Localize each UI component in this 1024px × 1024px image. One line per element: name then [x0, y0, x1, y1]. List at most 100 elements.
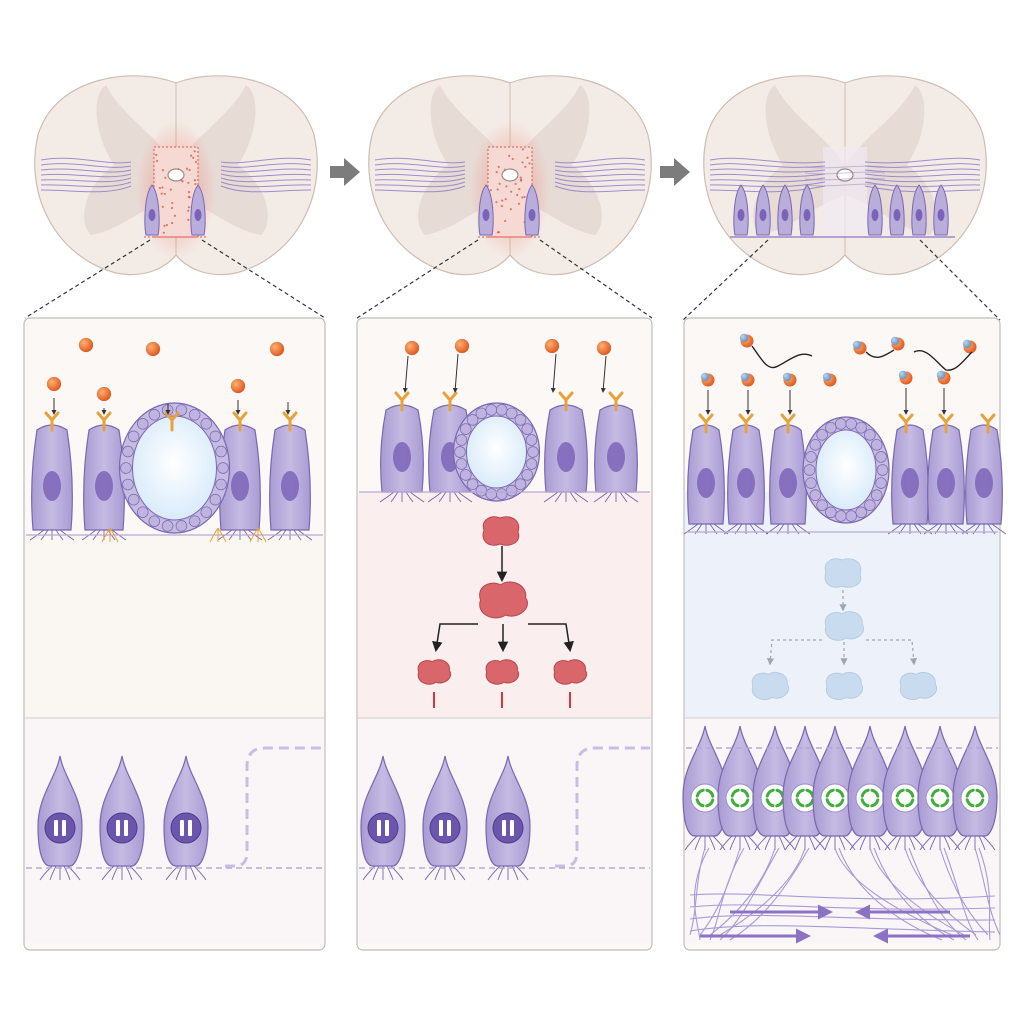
cell-nucleus [872, 209, 879, 221]
antagonist-sphere [740, 334, 748, 342]
injury-debris [516, 194, 518, 196]
kinase-blob [752, 672, 788, 699]
injury-debris [174, 215, 176, 217]
canal-lining-cell [137, 507, 148, 518]
injury-debris [164, 177, 166, 179]
cell-nucleus [938, 209, 945, 221]
central-canal [133, 416, 217, 520]
cell-cycle-icon [856, 784, 884, 812]
canal-lining-cell [865, 500, 876, 511]
ligand-sphere [97, 387, 111, 401]
pause-bar [385, 820, 389, 836]
injury-debris [155, 154, 157, 156]
right-arrow-icon [660, 158, 690, 186]
cell-nucleus [483, 209, 490, 221]
injury-debris [171, 202, 173, 204]
injury-debris [194, 179, 196, 181]
ligand-sphere [597, 341, 611, 355]
injury-debris [518, 203, 520, 205]
cell-nucleus [737, 468, 755, 498]
injury-debris [156, 160, 158, 162]
central-canal [502, 169, 518, 181]
kinase-blob [418, 660, 451, 684]
canal-lining-cell [216, 479, 227, 490]
injury-debris [188, 169, 190, 171]
kinase-blob [825, 612, 863, 641]
central-canal [467, 416, 527, 488]
pause-bar [510, 820, 514, 836]
cell-nucleus [231, 471, 249, 501]
canal-lining-cell [460, 424, 471, 435]
injury-debris [188, 196, 190, 198]
canal-lining-cell [128, 494, 139, 505]
pause-icon [368, 813, 398, 843]
pause-bar [116, 820, 120, 836]
canal-lining-cell [216, 446, 227, 457]
cell-nucleus [95, 471, 113, 501]
injury-debris [171, 207, 173, 209]
canal-lining-cell [806, 478, 817, 489]
injury-debris [195, 161, 197, 163]
pause-icon [430, 813, 460, 843]
canal-lining-cell [876, 451, 887, 462]
injury-debris [495, 201, 497, 203]
cell-nucleus [916, 209, 923, 221]
kinase-blob [826, 672, 862, 699]
pause-bar [124, 820, 128, 836]
cell-nucleus [937, 468, 955, 498]
canal-lining-cell [835, 419, 846, 430]
canal-lining-cell [189, 409, 200, 420]
canal-lining-cell [210, 431, 221, 442]
injury-debris [190, 155, 192, 157]
ligand-sphere [47, 377, 61, 391]
cell-nucleus [529, 209, 536, 221]
injury-debris [505, 198, 507, 200]
kinase-blob [480, 582, 528, 618]
canal-lining-cell [506, 485, 517, 496]
canal-lining-cell [210, 494, 221, 505]
ligand-sphere [270, 342, 284, 356]
injury-debris [171, 222, 173, 224]
injury-debris [504, 220, 506, 222]
canal-lining-cell [817, 429, 828, 440]
injury-debris [187, 210, 189, 212]
detail-panel-3 [683, 318, 1006, 950]
canal-lining-cell [121, 463, 132, 474]
pause-icon [45, 813, 75, 843]
canal-lining-cell [149, 409, 160, 420]
injury-debris [501, 205, 503, 207]
kinase-blob [486, 660, 519, 684]
injury-debris [501, 200, 503, 202]
cell-nucleus [738, 209, 745, 221]
antagonist-sphere [891, 337, 899, 345]
ligand-sphere [545, 339, 559, 353]
injury-debris [161, 186, 163, 188]
canal-lining-cell [526, 459, 537, 470]
canal-lining-cell [455, 447, 466, 458]
cell-nucleus [760, 209, 767, 221]
injury-debris [162, 206, 164, 208]
canal-lining-cell [846, 419, 857, 430]
canal-lining-cell [835, 511, 846, 522]
injury-debris [524, 166, 526, 168]
canal-lining-cell [825, 422, 836, 433]
injury-debris [521, 161, 523, 163]
kinase-blob [483, 517, 519, 546]
spinal-cord-section [704, 76, 987, 275]
ligand-sphere [405, 341, 419, 355]
canal-lining-cell [486, 489, 497, 500]
injury-debris [499, 183, 501, 185]
cell-cycle-icon [726, 784, 754, 812]
cell-nucleus [195, 209, 202, 221]
injury-debris [523, 196, 525, 198]
canal-lining-cell [486, 405, 497, 416]
cell-nucleus [607, 442, 625, 472]
kinase-blob [825, 559, 861, 588]
central-canal [168, 169, 184, 181]
cell-cycle-icon [961, 784, 989, 812]
signaling-band [25, 535, 324, 718]
injury-debris [182, 180, 184, 182]
injury-debris [162, 169, 164, 171]
canal-lining-cell [856, 507, 867, 518]
injury-debris [159, 187, 161, 189]
